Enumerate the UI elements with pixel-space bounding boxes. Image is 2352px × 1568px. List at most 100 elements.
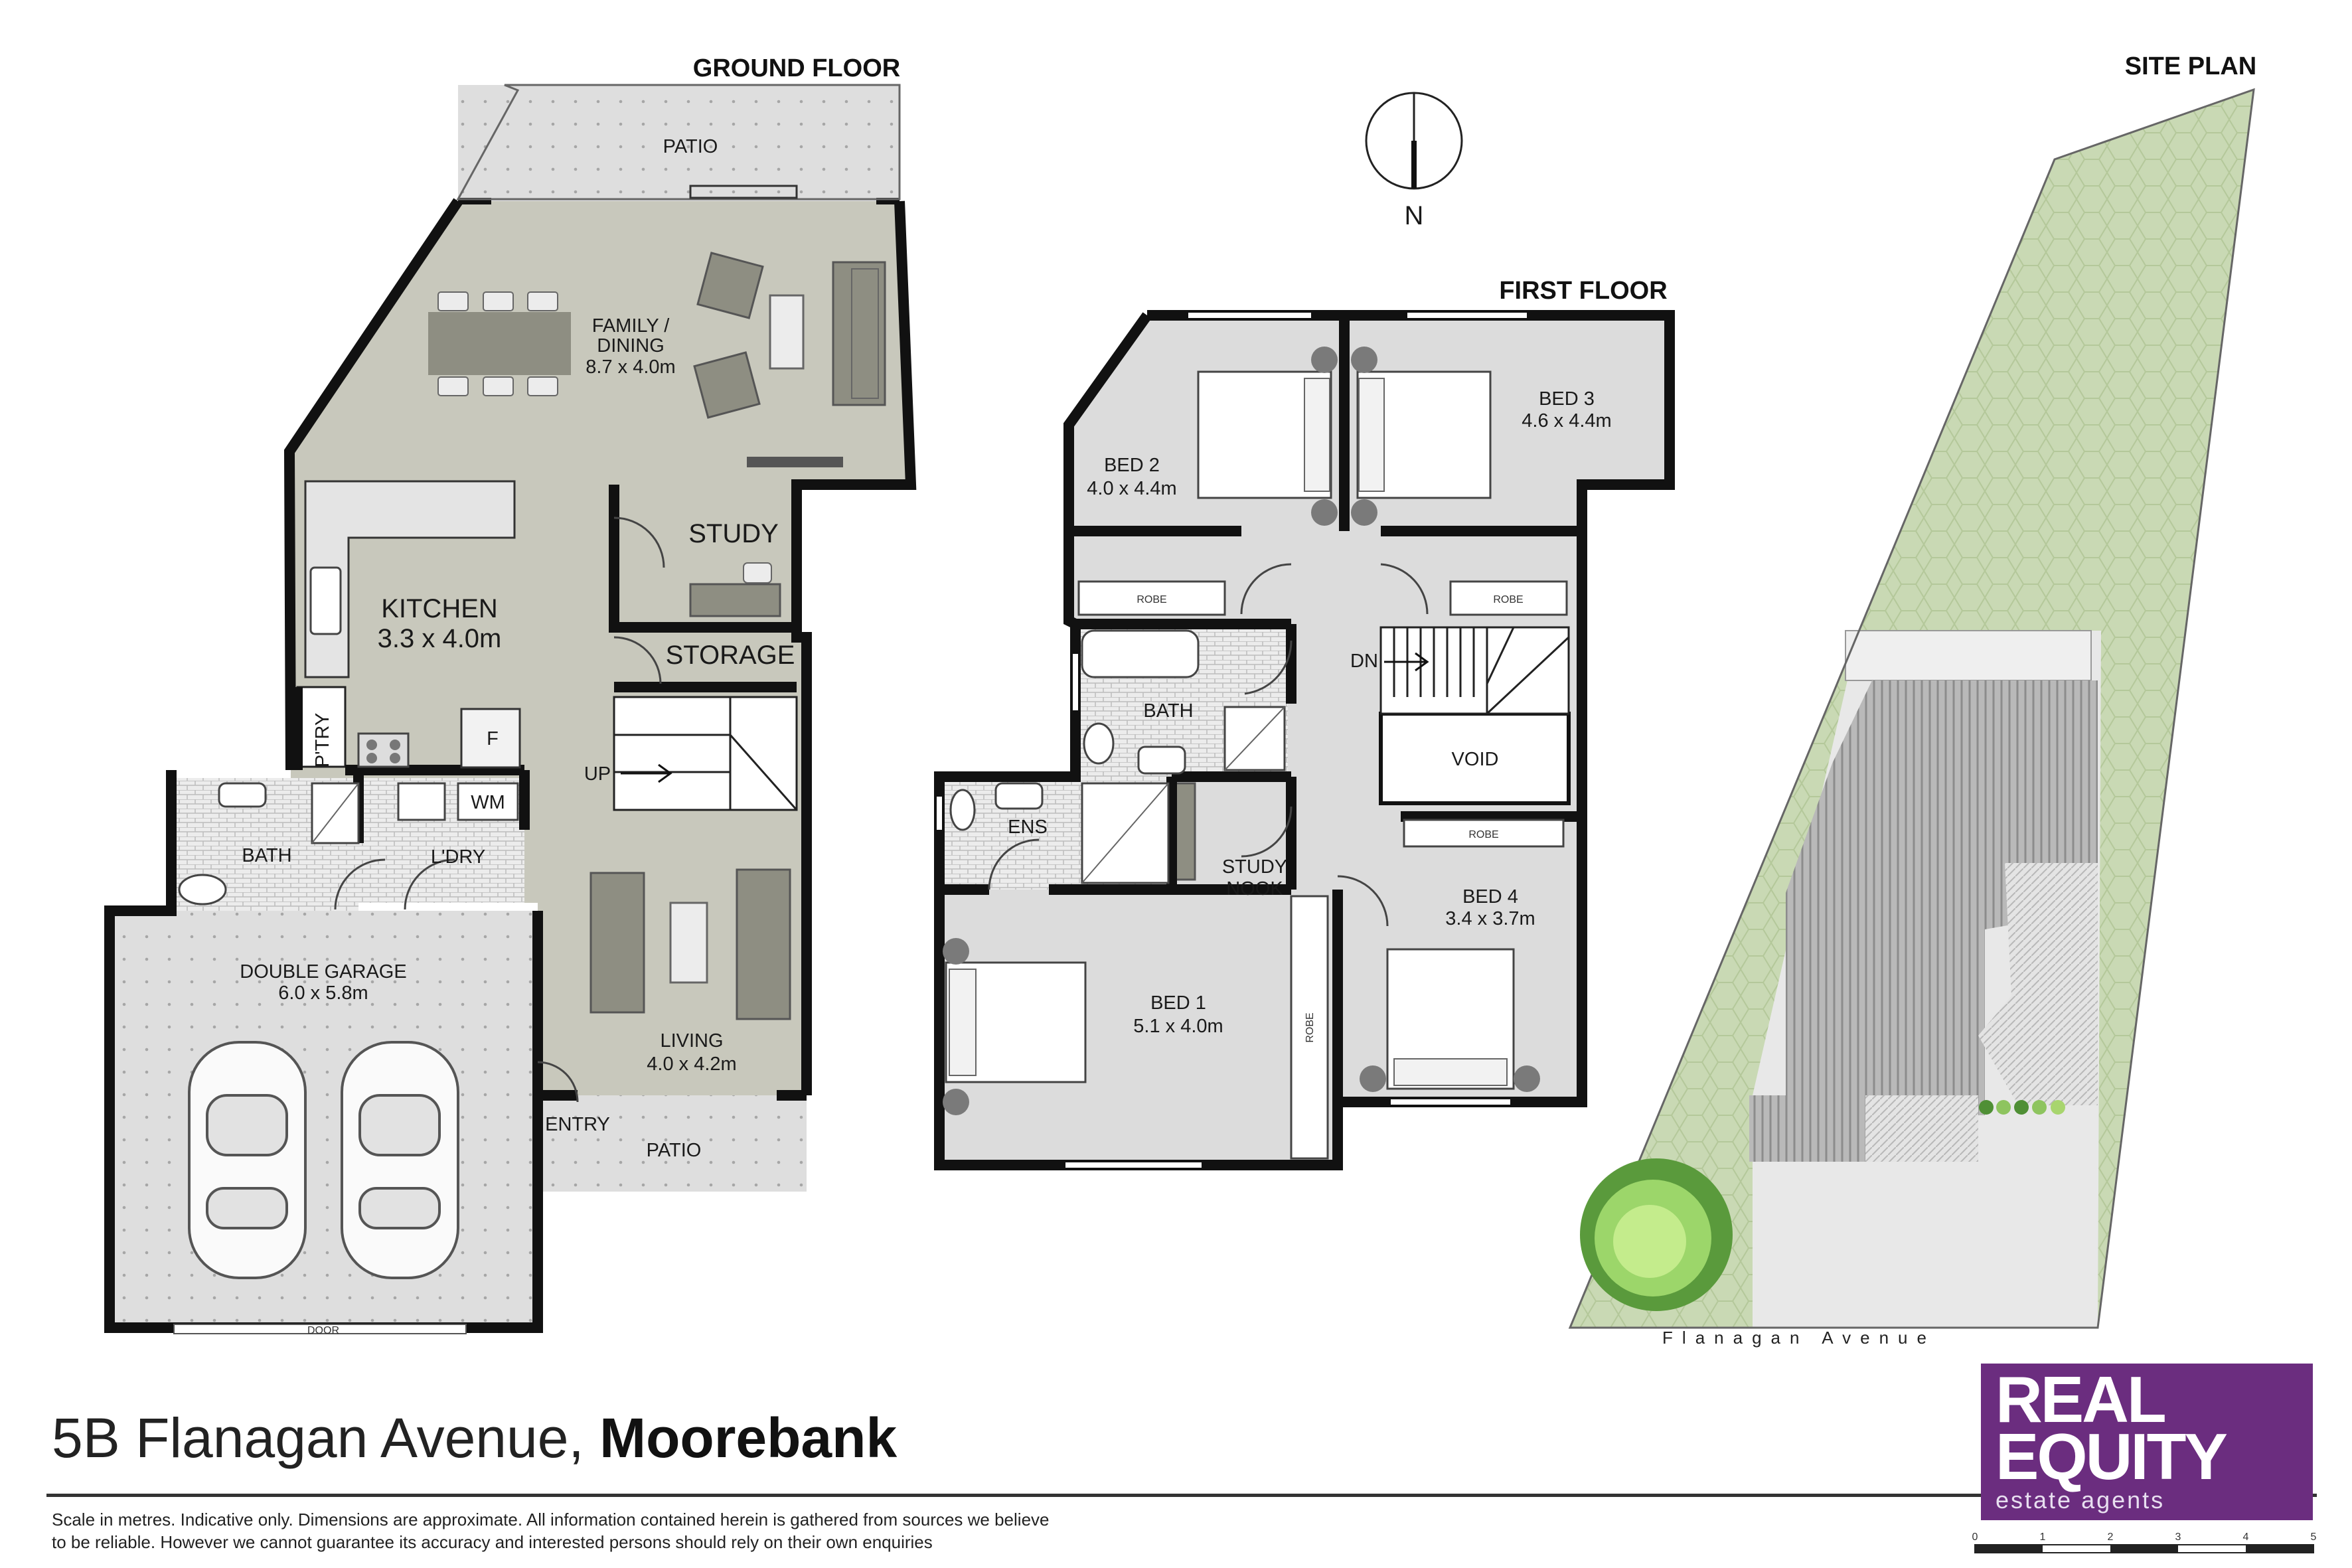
toilet-icon — [178, 874, 227, 905]
dining-chairs — [437, 291, 558, 396]
bed1-label: BED 1 — [1150, 992, 1206, 1014]
garage-door-label: DOOR — [307, 1325, 339, 1336]
house-roof — [1749, 1095, 1865, 1162]
study-nook-label-1: STUDY — [1222, 856, 1287, 878]
stairs-down-label: DN — [1350, 651, 1378, 672]
house-roof — [1786, 680, 2098, 1115]
house-roof — [1845, 630, 2092, 681]
address-street: 5B Flanagan Avenue, — [52, 1407, 584, 1469]
scale-label-4: 4 — [2243, 1531, 2249, 1543]
sofa-icon — [736, 868, 791, 1020]
robe-label-bed2: ROBE — [1137, 594, 1166, 605]
bed-icon — [943, 938, 1087, 1115]
door-swings — [988, 563, 1429, 927]
bathtub-icon — [1081, 629, 1200, 678]
laundry-label: L'DRY — [431, 846, 485, 868]
dining-table — [428, 312, 571, 375]
car-icon — [188, 1041, 307, 1279]
kitchen-counter — [304, 480, 516, 678]
bath-ground-label: BATH — [242, 845, 291, 866]
toilet-icon — [1083, 722, 1115, 765]
garage-size: 6.0 x 5.8m — [278, 982, 368, 1004]
logo-line2: EQUITY — [1996, 1420, 2228, 1493]
storage-room — [614, 627, 797, 689]
north-arrow: N — [1365, 92, 1463, 230]
family-dining-label-1: FAMILY / — [592, 315, 670, 337]
kitchen-size: 3.3 x 4.0m — [378, 624, 502, 653]
sink-icon — [309, 566, 342, 635]
study-nook-label-2: NOOK — [1226, 878, 1283, 900]
coffee-table — [669, 902, 708, 984]
robe-label-bed3: ROBE — [1493, 594, 1523, 605]
wm-label: WM — [471, 792, 505, 813]
robe-bed3 — [1449, 580, 1568, 616]
living-size: 4.0 x 4.2m — [647, 1054, 736, 1075]
car-icon — [341, 1041, 459, 1279]
vanity-basin-icon — [218, 782, 267, 808]
house-roof — [1865, 1095, 1978, 1162]
address-suburb: Moorebank — [599, 1407, 898, 1469]
study-desk — [689, 583, 781, 617]
vanity-basin-icon — [1137, 745, 1186, 775]
agency-logo: REAL EQUITY estate agents — [1981, 1364, 2313, 1520]
bed-icon — [1360, 948, 1540, 1092]
fridge-label: F — [487, 728, 499, 749]
tv-unit — [747, 457, 843, 467]
patio-front — [538, 1095, 807, 1192]
sofa-icon — [589, 872, 645, 1014]
bed2-size: 4.0 x 4.4m — [1087, 478, 1176, 499]
garage-label: DOUBLE GARAGE — [240, 961, 406, 982]
ground-floor-title: GROUND FLOOR — [693, 54, 900, 82]
entry-label: ENTRY — [545, 1114, 610, 1135]
house-roof — [1978, 863, 2098, 1105]
storage-label: STORAGE — [666, 641, 795, 670]
rear-door-slider — [689, 185, 798, 199]
void-area — [1379, 712, 1571, 805]
tree-icon — [1580, 1158, 1733, 1311]
garage-door — [173, 1324, 467, 1334]
divider — [46, 1494, 2317, 1497]
property-address: 5B Flanagan Avenue, Moorebank — [52, 1406, 897, 1470]
pantry-label: P'TRY — [312, 713, 333, 767]
laundry-tub-icon — [397, 782, 446, 821]
scale-label-1: 1 — [2040, 1531, 2046, 1543]
armchair-icon — [696, 252, 764, 319]
first-floor: FIRST FLOOR BED 2 4.0 x 4.4m BED 3 4.6 x… — [934, 277, 1675, 1170]
family-dining-label-2: DINING — [597, 335, 665, 356]
scale-bar: 0 1 2 3 4 5 — [1972, 1531, 2317, 1553]
scale-label-2: 2 — [2108, 1531, 2114, 1543]
cooktop-icon — [357, 732, 410, 768]
sofa-icon — [832, 261, 886, 406]
bed3-size: 4.6 x 4.4m — [1522, 410, 1611, 431]
garage — [110, 911, 538, 1328]
living-label: LIVING — [660, 1030, 723, 1052]
robe-label-bed4: ROBE — [1468, 829, 1498, 840]
scale-label-3: 3 — [2175, 1531, 2181, 1543]
street-label: Flanagan Avenue — [1662, 1328, 1936, 1348]
first-floor-title: FIRST FLOOR — [1499, 277, 1667, 305]
robe-label-bed1: ROBE — [1304, 1012, 1316, 1042]
wm-space — [457, 782, 519, 821]
door-swings — [334, 516, 665, 1103]
vanity-basin-icon — [994, 782, 1044, 810]
bed-icon — [1351, 347, 1492, 526]
ensuite-label: ENS — [1008, 817, 1048, 838]
bed3-label: BED 3 — [1539, 388, 1595, 410]
patio-rear-label: PATIO — [663, 136, 718, 157]
coffee-table — [769, 294, 805, 370]
first-walls — [934, 310, 1675, 1170]
study-chair — [743, 562, 772, 584]
fridge-space — [460, 708, 521, 769]
north-label: N — [1405, 201, 1424, 230]
ground-walls — [104, 198, 917, 1333]
scale-label-0: 0 — [1972, 1531, 1978, 1543]
bed-icon — [1197, 347, 1338, 526]
site-plan-title: SITE PLAN — [2125, 52, 2256, 80]
armchair-icon — [693, 351, 761, 419]
scale-label-5: 5 — [2311, 1531, 2317, 1543]
disclaimer-text: Scale in metres. Indicative only. Dimens… — [52, 1510, 1050, 1552]
stairs-ground — [613, 696, 798, 811]
robe-bed4 — [1403, 819, 1565, 848]
stairs-up-label: UP — [584, 763, 611, 785]
